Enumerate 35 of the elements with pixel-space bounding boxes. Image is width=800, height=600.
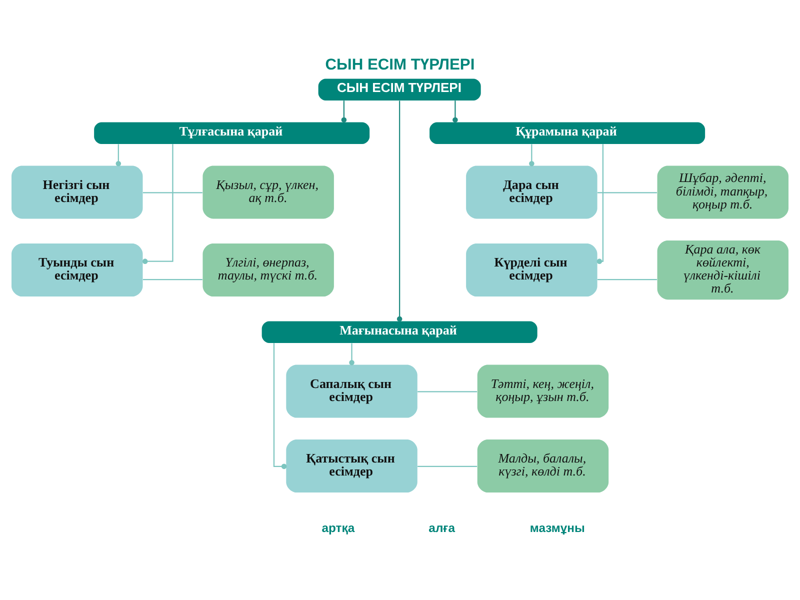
connector	[418, 466, 478, 467]
connector	[142, 144, 174, 264]
node-box: Мағынасына қарай	[262, 321, 538, 344]
label: мазмұны	[530, 521, 585, 536]
node-box: Күрделі сын есімдер	[466, 244, 598, 297]
node-box: СЫН ЕСІМ ТҮРЛЕРІ	[318, 78, 481, 101]
node-box: Сапалық сын есімдер	[286, 364, 418, 418]
node-box: Тәтті, кең, жеңіл, қоңыр, ұзын т.б.	[477, 364, 609, 418]
node-box: Туынды сын есімдер	[12, 244, 143, 297]
connector	[396, 100, 402, 322]
connector	[142, 279, 202, 280]
connector	[597, 192, 657, 194]
connector	[341, 100, 347, 123]
node-box: Дара сын есімдер	[466, 166, 598, 219]
connector	[529, 144, 534, 166]
connector	[597, 279, 657, 280]
connector	[273, 343, 287, 470]
node-box: Үлгілі, өнерпаз, таулы, түскі т.б.	[202, 244, 334, 297]
node-box: Негізгі сын есімдер	[12, 166, 143, 219]
label: артқа	[322, 521, 355, 536]
node-box: Тұлғасына қарай	[94, 122, 370, 144]
connector	[452, 100, 458, 123]
connector	[349, 343, 354, 366]
connector	[596, 144, 604, 264]
node-box: Шұбар, әдепті, білімді, тапқыр, қоңыр т.б.	[657, 166, 788, 219]
node-box: Құрамына қарай	[430, 122, 706, 144]
connector	[142, 192, 202, 194]
node-box: Қызыл, сұр, үлкен, ақ т.б.	[202, 166, 334, 219]
label: алға	[428, 521, 455, 536]
node-box: Қатыстық сын есімдер	[286, 440, 418, 492]
connector	[116, 144, 122, 166]
connector	[418, 391, 478, 392]
node-box: Малды, балалы, күзгі, көлді т.б.	[477, 440, 609, 492]
diagram-title: СЫН ЕСІМ ТҮРЛЕРІ	[325, 56, 475, 74]
node-box: Қара ала, көк көйлекті, үлкенді-кішілі т.б.	[657, 240, 788, 300]
